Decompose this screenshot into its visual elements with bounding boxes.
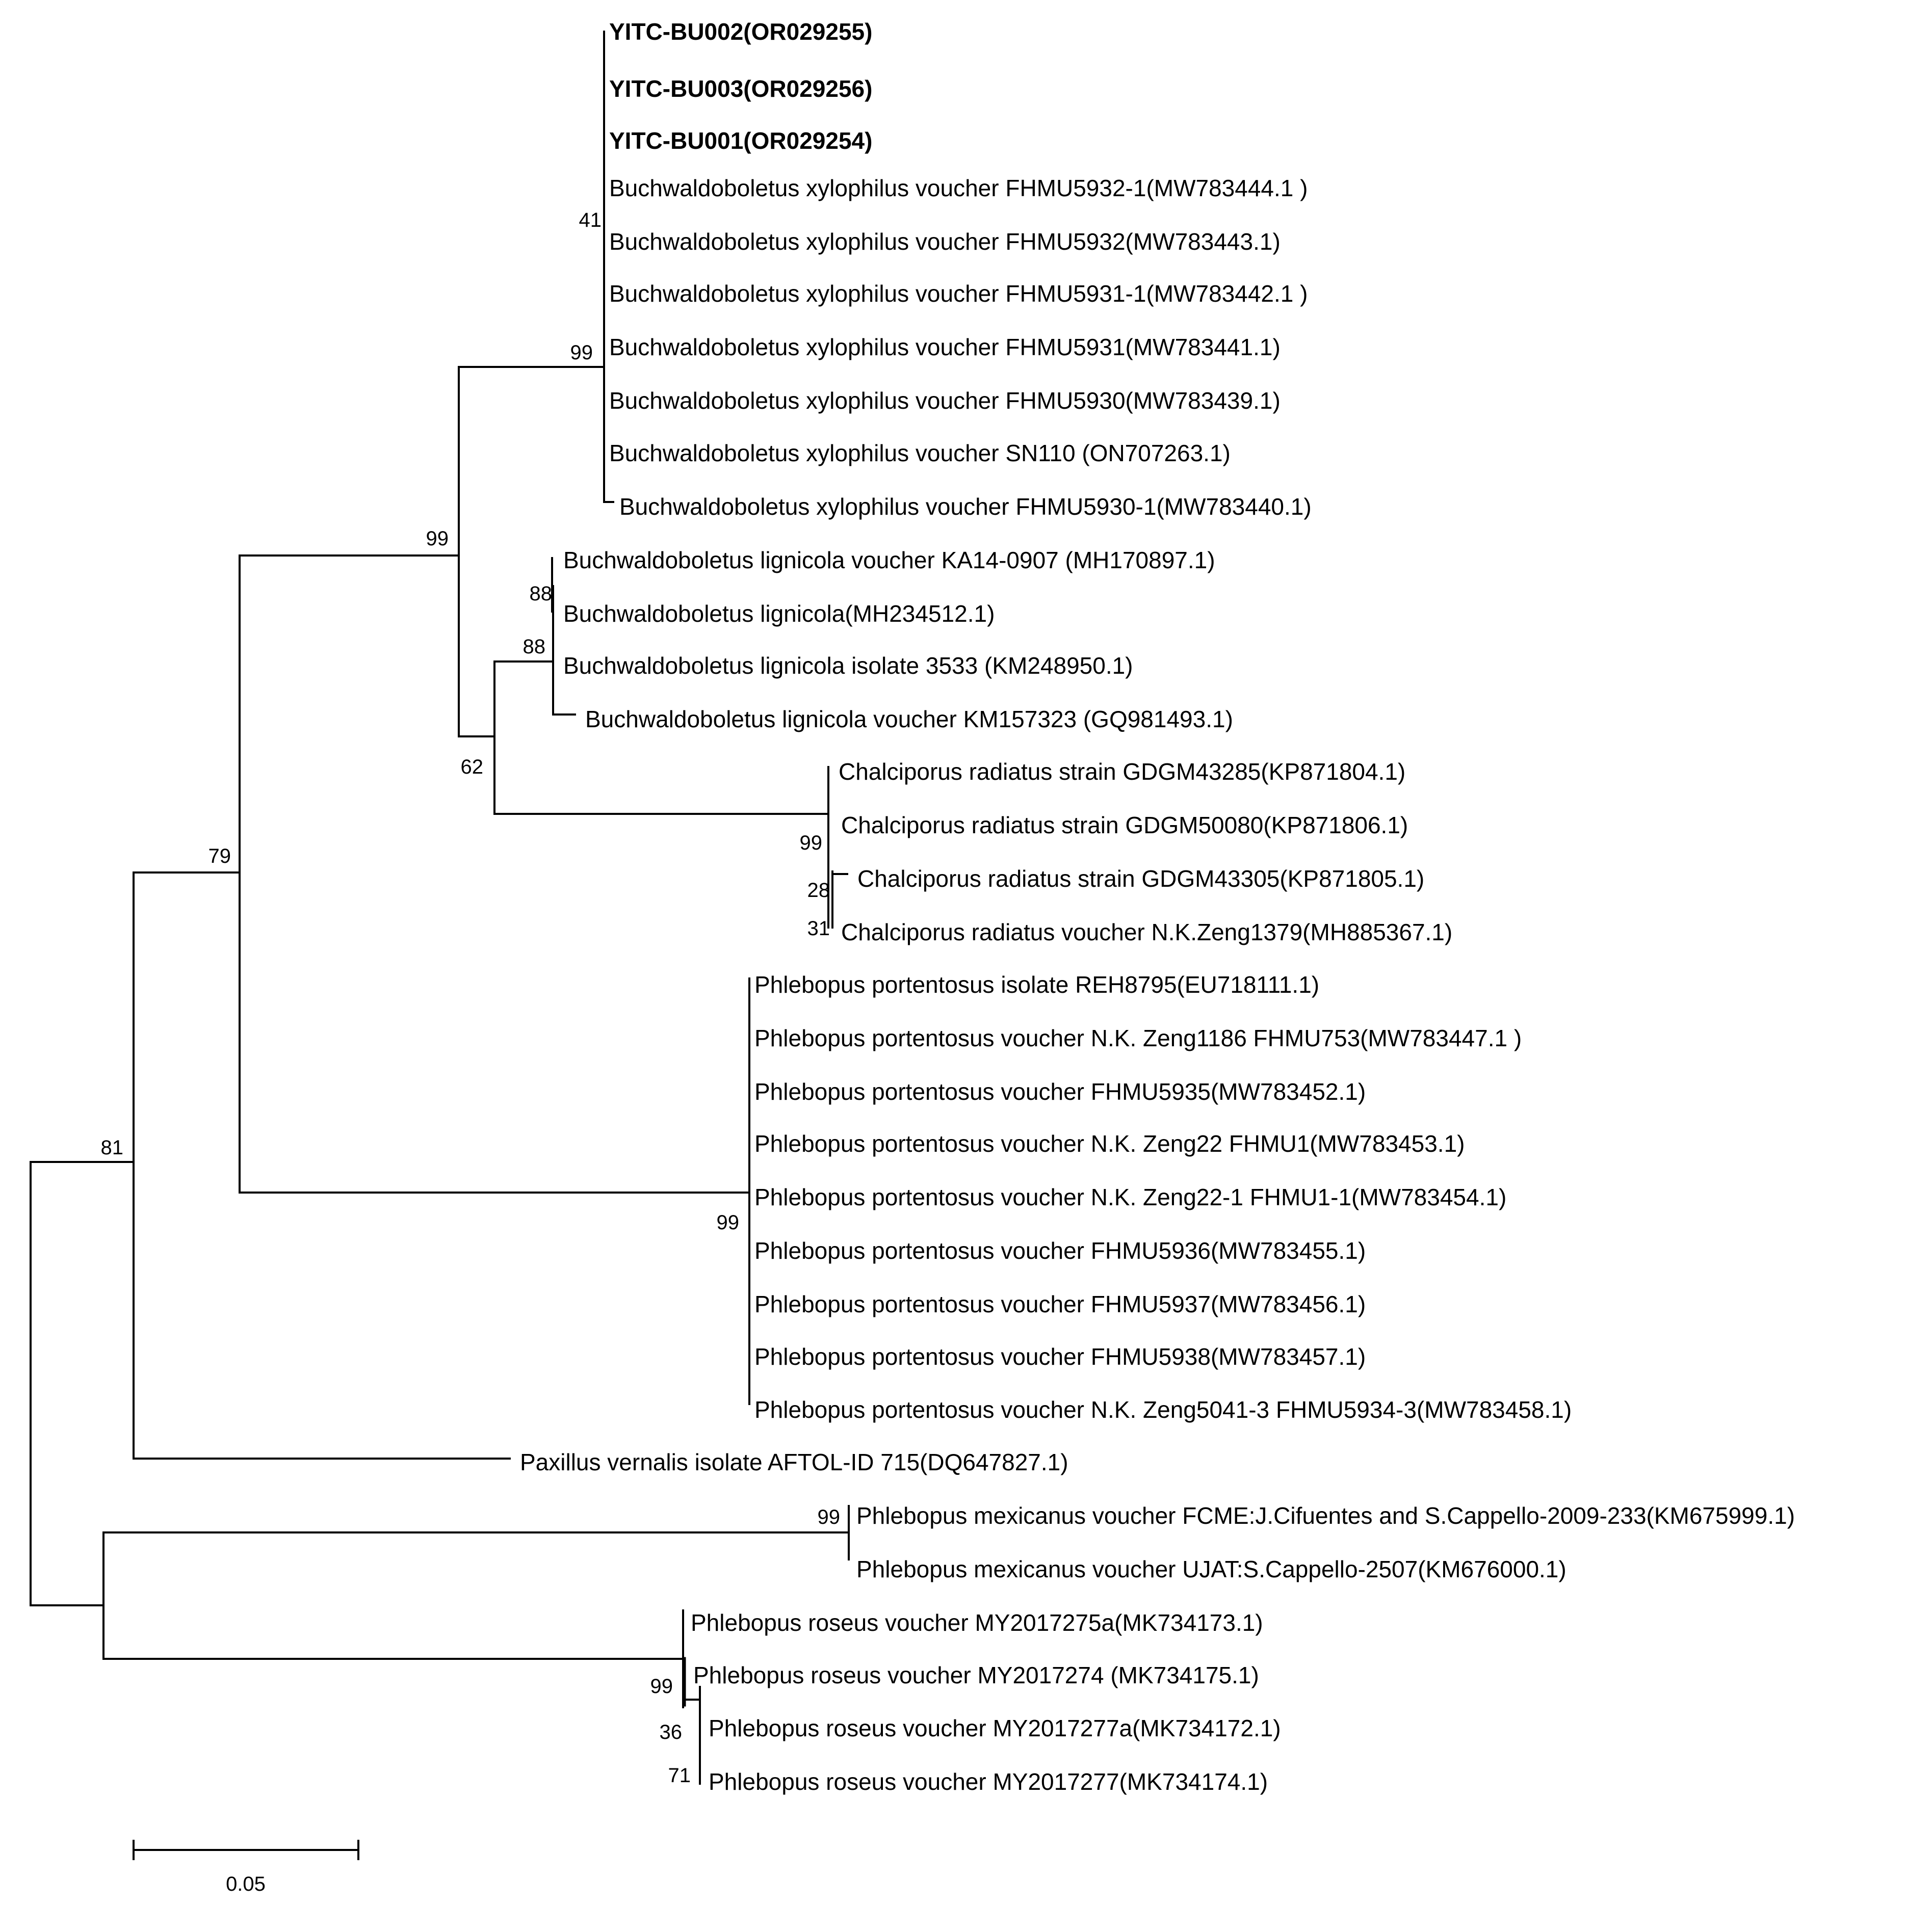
taxon-label: Chalciporus radiatus strain GDGM50080(KP… [841,812,1408,838]
taxon-label: Phlebopus portentosus voucher N.K. Zeng1… [754,1025,1522,1051]
taxon-label: Phlebopus portentosus voucher N.K. Zeng2… [754,1184,1506,1210]
taxon-labels: YITC-BU002(OR029255) YITC-BU003(OR029256… [520,18,1795,1795]
taxon-label: Buchwaldoboletus lignicola isolate 3533 … [563,652,1133,679]
taxon-label: Buchwaldoboletus xylophilus voucher FHMU… [619,493,1312,520]
taxon-label: Phlebopus roseus voucher MY2017274 (MK73… [693,1662,1259,1688]
support-value: 99 [818,1506,841,1528]
support-value: 99 [570,341,593,364]
taxon-label: Buchwaldoboletus xylophilus voucher FHMU… [609,334,1281,360]
support-value: 88 [530,583,553,605]
support-value: 36 [660,1721,683,1743]
support-values: 41 99 99 88 88 62 99 28 31 79 99 81 99 9… [101,209,841,1787]
taxon-label: Buchwaldoboletus xylophilus voucher FHMU… [609,175,1308,201]
taxon-label: Phlebopus roseus voucher MY2017277(MK734… [709,1768,1268,1795]
taxon-label: Chalciporus radiatus strain GDGM43285(KP… [839,758,1405,785]
support-value: 62 [461,756,484,778]
taxon-label: Buchwaldoboletus lignicola(MH234512.1) [563,600,995,627]
support-value: 71 [668,1764,691,1787]
taxon-label: Phlebopus mexicanus voucher UJAT:S.Cappe… [856,1556,1567,1582]
taxon-label: Buchwaldoboletus xylophilus voucher FHMU… [609,228,1281,255]
taxon-label: YITC-BU002(OR029255) [609,18,872,45]
taxon-label: Phlebopus roseus voucher MY2017275a(MK73… [691,1609,1263,1636]
taxon-label: Phlebopus portentosus voucher N.K. Zeng5… [754,1396,1572,1423]
taxon-label: YITC-BU001(OR029254) [609,127,872,154]
taxon-label: Chalciporus radiatus voucher N.K.Zeng137… [841,919,1452,945]
taxon-label: Phlebopus portentosus voucher N.K. Zeng2… [754,1130,1465,1157]
support-value: 28 [807,879,830,902]
taxon-label: Chalciporus radiatus strain GDGM43305(KP… [857,865,1424,892]
taxon-label: Phlebopus portentosus voucher FHMU5935(M… [754,1078,1366,1105]
taxon-label: Buchwaldoboletus xylophilus voucher SN11… [609,440,1231,466]
support-value: 99 [800,832,823,854]
support-value: 41 [579,209,602,231]
taxon-label: Buchwaldoboletus xylophilus voucher FHMU… [609,280,1308,307]
support-value: 88 [523,636,546,658]
support-value: 99 [426,527,449,550]
taxon-label: Buchwaldoboletus lignicola voucher KM157… [585,706,1233,732]
taxon-label: Phlebopus mexicanus voucher FCME:J.Cifue… [856,1502,1795,1529]
taxon-label: Phlebopus portentosus voucher FHMU5938(M… [754,1343,1366,1370]
support-value: 31 [807,917,830,940]
taxon-label: Paxillus vernalis isolate AFTOL-ID 715(D… [520,1449,1068,1475]
support-value: 81 [101,1136,124,1159]
taxon-label: Buchwaldoboletus xylophilus voucher FHMU… [609,387,1281,414]
support-value: 99 [717,1211,740,1234]
taxon-label: Phlebopus portentosus voucher FHMU5936(M… [754,1237,1366,1264]
taxon-label: Phlebopus portentosus isolate REH8795(EU… [754,971,1319,998]
support-value: 99 [650,1675,673,1698]
taxon-label: Phlebopus portentosus voucher FHMU5937(M… [754,1291,1366,1317]
taxon-label: YITC-BU003(OR029256) [609,75,872,102]
scale-bar-label: 0.05 [226,1873,266,1895]
taxon-label: Phlebopus roseus voucher MY2017277a(MK73… [709,1715,1281,1741]
taxon-label: Buchwaldoboletus lignicola voucher KA14-… [563,547,1215,573]
tree-branches [30,31,850,1860]
support-value: 79 [208,845,231,867]
